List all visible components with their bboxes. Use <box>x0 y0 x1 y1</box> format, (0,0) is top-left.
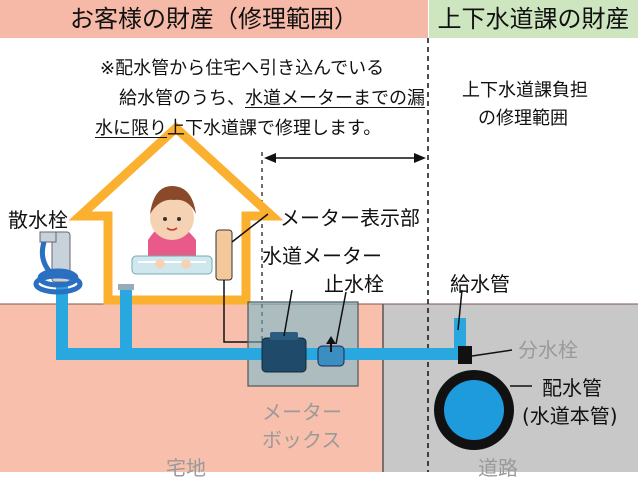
water-meter-label: 水道メーター <box>262 244 382 268</box>
note-line-3: 水に限り上下水道課で修理します。 <box>95 114 381 140</box>
meter-box-label-2: ボックス <box>262 428 342 452</box>
person-icon <box>131 186 213 275</box>
service-pipe-leader <box>457 289 463 331</box>
main-pipe-label-2: (水道本管) <box>522 404 618 428</box>
house-riser-pipe <box>120 286 132 356</box>
note-line-3-plain: 上下水道課で修理します。 <box>167 118 382 139</box>
land-road-label: 道路 <box>478 456 518 480</box>
right-note-line-1: 上下水道課負担 <box>462 80 588 101</box>
sprinkler-icon <box>33 231 83 295</box>
meter-box-label-1: メーター <box>262 400 342 424</box>
sprinkler-riser-pipe <box>56 278 68 358</box>
header-right-title: 上下水道課の財産 <box>437 5 630 33</box>
sprinkler-label: 散水栓 <box>8 208 68 232</box>
header-left-title: お客様の財産（修理範囲） <box>70 5 358 33</box>
branch-valve-icon <box>458 346 472 364</box>
meter-display-label: メーター表示部 <box>280 206 420 230</box>
right-note-line-2: の修理範囲 <box>478 108 568 129</box>
note-line-3-underlined: 水に限り <box>95 118 167 139</box>
note-line-2-underlined: 水道メーターまでの漏 <box>245 88 425 109</box>
branch-valve-label: 分水栓 <box>518 338 578 362</box>
header-right-bg <box>429 0 638 38</box>
main-pipe-label-1: 配水管 <box>542 376 602 400</box>
note-line-1: ※配水管から住宅へ引き込んでいる <box>100 58 385 79</box>
water-meter-icon <box>261 337 307 373</box>
header-left-bg <box>0 0 428 38</box>
meter-display-box <box>215 229 233 281</box>
road <box>383 304 638 472</box>
note-line-2-plain: 給水管のうち、 <box>119 88 245 109</box>
service-pipe-main <box>56 348 466 360</box>
stop-valve-label: 止水栓 <box>324 272 384 296</box>
land-private-label: 宅地 <box>166 456 206 480</box>
service-pipe-label: 給水管 <box>450 272 510 296</box>
note-line-2: 給水管のうち、水道メーターまでの漏 <box>119 84 425 110</box>
